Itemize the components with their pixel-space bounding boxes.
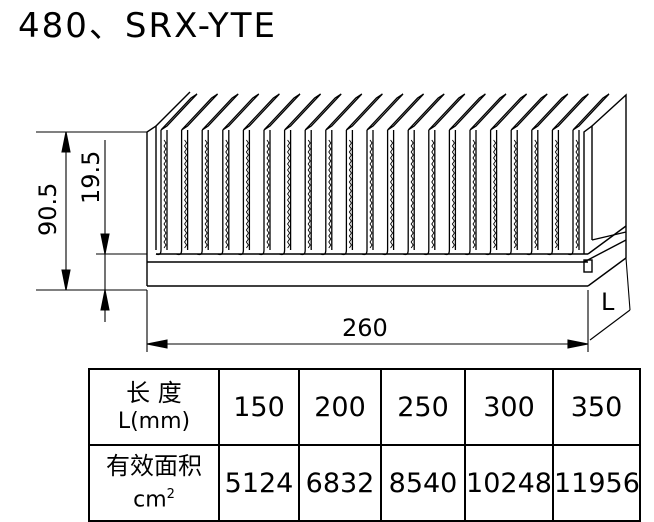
length-value: 200 [298, 368, 382, 446]
area-value: 8540 [380, 444, 466, 522]
fin [402, 93, 445, 256]
dim-total-height: 90.5 [34, 183, 62, 236]
area-unit: cm [133, 487, 167, 513]
dim-length: L [601, 288, 615, 316]
length-value: 150 [218, 368, 300, 446]
fin [258, 93, 301, 256]
fin [444, 93, 486, 256]
fin [196, 93, 239, 256]
fin [505, 93, 548, 256]
length-value: 300 [464, 368, 554, 446]
fin [155, 93, 198, 256]
area-unit-label: cm2 [90, 481, 218, 514]
fin [567, 93, 610, 256]
dimension-lines [36, 131, 631, 352]
area-label: 有效面积 [106, 452, 202, 481]
fin [176, 93, 219, 256]
fin [341, 93, 383, 256]
area-value: 5124 [218, 444, 300, 522]
heatsink-base [146, 91, 627, 287]
area-value: 6832 [298, 444, 382, 522]
length-value: 250 [380, 368, 466, 446]
dim-base-height: 19.5 [77, 151, 105, 204]
length-unit-label: L(mm) [117, 409, 191, 434]
fin [299, 93, 342, 256]
table-row-length: 长 度 L(mm) 150 200 250 300 350 [88, 368, 641, 446]
area-label-cell: 有效面积 cm2 [88, 444, 220, 522]
fin [320, 93, 363, 256]
fin-group [155, 93, 610, 256]
table-row-area: 有效面积 cm2 5124 6832 8540 10248 11956 [88, 444, 641, 522]
length-value: 350 [552, 368, 641, 446]
fin [382, 93, 425, 256]
fin [485, 93, 528, 256]
spec-table: 长 度 L(mm) 150 200 250 300 350 有效面积 cm2 5… [88, 368, 641, 522]
length-label: 长 度 [126, 379, 182, 407]
area-value: 10248 [464, 444, 554, 522]
length-label-cell: 长 度 L(mm) [88, 368, 220, 446]
fin [547, 93, 589, 256]
fin [238, 93, 280, 256]
area-unit-superscript: 2 [166, 487, 175, 503]
fin [217, 93, 260, 256]
fin [423, 93, 466, 256]
product-title: 480、SRX-YTE [18, 6, 277, 46]
fin [526, 93, 569, 256]
dim-width: 260 [342, 314, 388, 342]
area-value: 11956 [552, 444, 641, 522]
fin [464, 93, 507, 256]
fin [279, 93, 322, 256]
fin [361, 93, 404, 256]
